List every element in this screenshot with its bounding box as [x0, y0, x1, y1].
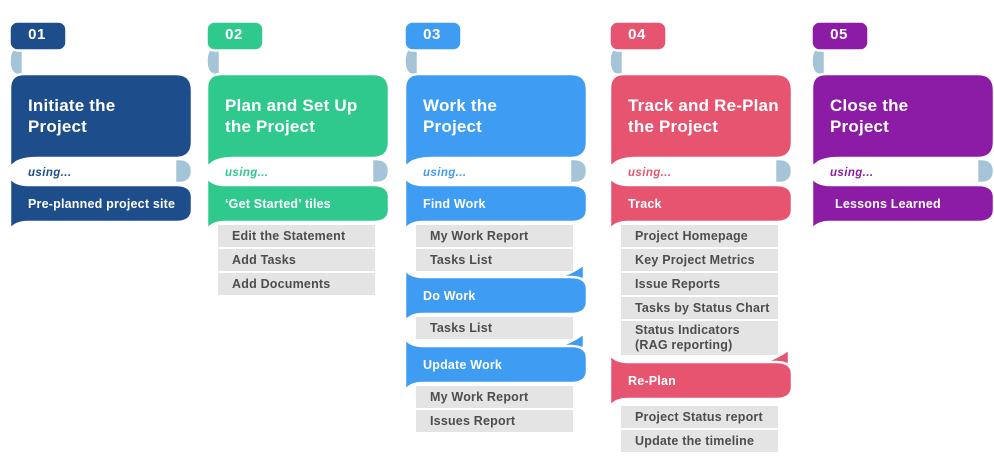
title-banner-shape: [205, 72, 391, 169]
list-item: Key Project Metrics: [621, 249, 778, 271]
step-number: 02: [225, 26, 243, 43]
step-title: Close the Project: [830, 95, 909, 136]
fold-using-icon: [773, 157, 794, 185]
number-tab-shape: [403, 20, 463, 52]
number-tab-shape: [608, 20, 668, 52]
section-banner-label: Do Work: [423, 288, 476, 303]
list-item: Issue Reports: [621, 273, 778, 295]
fold-using-icon: [568, 157, 589, 185]
ribbon-graphic: using...: [608, 20, 794, 409]
step-number: 05: [830, 26, 848, 43]
item-list: My Work Report Tasks List: [416, 225, 573, 273]
ribbon-graphic: using...: [403, 20, 589, 393]
ribbon-graphic: using...: [8, 20, 194, 232]
list-item: Issues Report: [416, 410, 573, 432]
section-banner-shape: [608, 352, 794, 409]
using-label: using...: [423, 167, 466, 179]
list-item: My Work Report: [416, 225, 573, 247]
ribbon-shapes: using...: [403, 20, 589, 393]
step-title: Work the Project: [423, 95, 498, 136]
list-item: Tasks List: [416, 249, 573, 271]
list-item: Project Homepage: [621, 225, 778, 247]
section-banner-shape: [205, 175, 391, 232]
list-item: Status Indicators (RAG reporting): [621, 321, 778, 355]
list-item: Tasks by Status Chart: [621, 297, 778, 319]
number-tab-shape: [810, 20, 870, 52]
step-title: Track and Re-Plan the Project: [628, 95, 779, 136]
section-banner-label: Lessons Learned: [835, 196, 941, 211]
item-list: Tasks List: [416, 317, 573, 341]
column-plan: using... 02 Plan and Set Up the Project …: [205, 20, 391, 474]
fold-using-icon: [975, 157, 994, 185]
item-list: Project Status report Update the timelin…: [621, 406, 778, 454]
list-item: Add Tasks: [218, 249, 375, 271]
list-item: Add Documents: [218, 273, 375, 295]
column-track: using... 04 Track and Re-Plan the Projec…: [608, 20, 794, 474]
step-number: 04: [628, 26, 646, 43]
column-close: using... 05 Close the Project Lessons Le…: [810, 20, 994, 474]
step-title: Initiate the Project: [28, 95, 116, 136]
ribbon-shapes: using...: [205, 20, 391, 232]
section-banner-shape: [403, 336, 589, 393]
list-item: Update the timeline: [621, 430, 778, 452]
using-label: using...: [28, 167, 71, 179]
ribbon-fold-icons: [205, 45, 391, 185]
list-item: My Work Report: [416, 386, 573, 408]
using-label: using...: [628, 167, 671, 179]
section-banner-label: Re-Plan: [628, 373, 676, 388]
ribbon-shapes: using...: [608, 20, 794, 409]
section-banner-label: ‘Get Started’ tiles: [225, 196, 331, 211]
list-item: Tasks List: [416, 317, 573, 339]
section-banner-label: Find Work: [423, 196, 486, 211]
title-banner-shape: [608, 72, 794, 169]
section-banner-label: Track: [628, 196, 662, 211]
section-banner-label: Update Work: [423, 357, 503, 372]
section-banner-label: Pre-planned project site: [28, 196, 176, 211]
step-title: Plan and Set Up the Project: [225, 95, 358, 136]
list-item: Project Status report: [621, 406, 778, 428]
list-item: Edit the Statement: [218, 225, 375, 247]
section-banner-shape: [403, 267, 589, 324]
ribbon-graphic: using...: [205, 20, 391, 232]
title-banner-shape: [403, 72, 589, 169]
item-list: Project Homepage Key Project Metrics Iss…: [621, 225, 778, 357]
step-number: 01: [28, 26, 46, 43]
section-banner-shape: [810, 175, 994, 232]
number-tab-shape: [8, 20, 68, 52]
column-initiate: using... 01 Initiate the Project Pre-pla…: [8, 20, 194, 474]
ribbon-shapes: using...: [8, 20, 194, 232]
column-work: using... 03 Work the Project Find Work M…: [403, 20, 589, 474]
ribbon-fold-icons: [8, 45, 194, 185]
step-number: 03: [423, 26, 441, 43]
using-label: using...: [830, 167, 873, 179]
fold-using-icon: [370, 157, 391, 185]
fold-using-icon: [173, 157, 194, 185]
title-banner-shape: [8, 72, 194, 169]
section-banner-shape: [403, 175, 589, 232]
ribbon-shapes: using...: [810, 20, 994, 232]
using-label: using...: [225, 167, 268, 179]
section-banner-shape: [608, 175, 794, 232]
ribbon-graphic: using...: [810, 20, 994, 232]
item-list: My Work Report Issues Report: [416, 386, 573, 434]
title-banner-shape: [810, 72, 994, 169]
number-tab-shape: [205, 20, 265, 52]
section-banner-shape: [8, 175, 194, 232]
item-list: Edit the Statement Add Tasks Add Documen…: [218, 225, 375, 297]
